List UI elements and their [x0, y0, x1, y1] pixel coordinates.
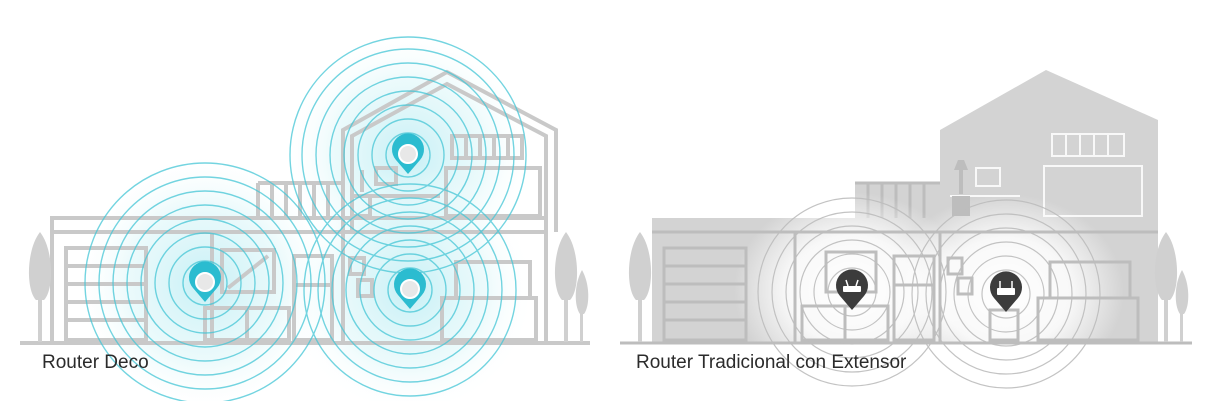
- deco-house-illustration: [20, 30, 590, 401]
- traditional-router-caption: Router Tradicional con Extensor: [636, 352, 906, 374]
- deco-router-caption: Router Deco: [42, 352, 149, 374]
- traditional-house-illustration: [620, 70, 1192, 390]
